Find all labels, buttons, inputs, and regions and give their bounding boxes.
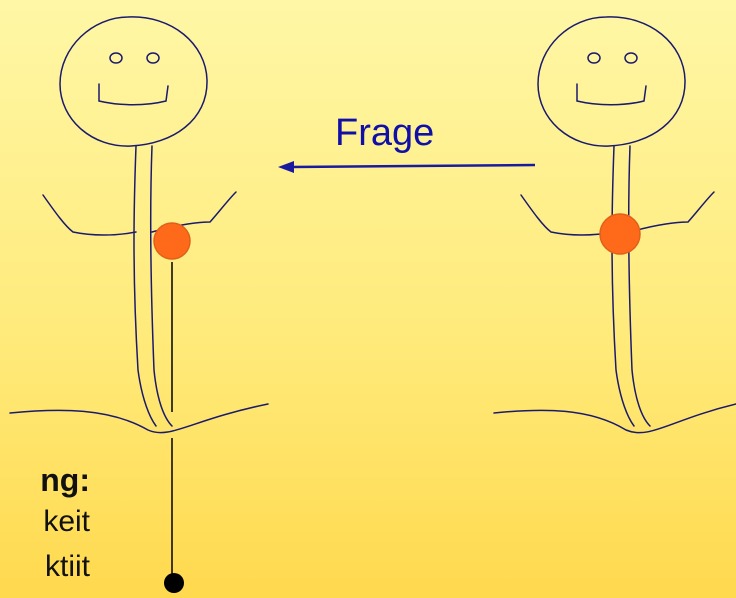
left-arm-left [42,194,137,236]
left-body-line-2 [149,145,173,427]
left-heart-dot [153,222,191,260]
heading-text-fragment: ng: [40,462,90,498]
answer-line-end-dot [164,573,184,593]
right-heart-dot [599,213,641,255]
question-label: Frage [335,112,435,154]
right-body-line-1 [611,145,635,427]
right-eye-right [624,52,638,64]
left-mouth [98,83,169,106]
right-arm-right [629,191,715,233]
left-body-line-1 [133,145,157,427]
right-stick-figure [493,16,736,434]
right-arm-left [520,194,615,236]
left-legs [9,403,269,434]
right-eye-left [587,52,601,64]
question-arrow [278,161,536,173]
left-eye-left [109,52,123,64]
right-head [537,16,686,147]
arrow-shaft [291,163,536,169]
left-eye-right [146,52,160,64]
left-head [59,16,208,147]
right-mouth [576,83,647,106]
body-text-fragment-2: ktiit [45,550,90,583]
right-body-line-2 [627,145,651,427]
answer-line [164,262,184,593]
arrowhead-left-icon [278,161,294,173]
body-text-fragment-1: keit [43,505,90,538]
left-stick-figure [9,16,269,434]
right-legs [493,403,736,434]
